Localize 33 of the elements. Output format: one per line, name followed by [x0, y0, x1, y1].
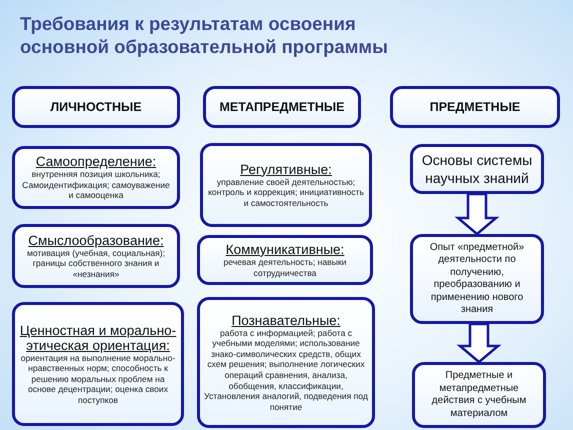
box-heading: Самоопределение:: [36, 154, 156, 170]
box-text: Основы системы научных знаний: [420, 151, 534, 187]
category-box: [390, 86, 560, 128]
content-box: [412, 362, 546, 428]
box-heading: Познавательные:: [232, 312, 340, 328]
content-box: [197, 235, 373, 285]
box-description: работа с информацией; работа с учебными моделями; использование знако-символических средств, общих схем решения; выполнение логических операций сравнения, анализа, обобщения, классификации, Установления аналогий, подведения под понятие: [204, 328, 368, 412]
box-heading: Смыслообразование:: [28, 232, 164, 248]
block-arrow: [456, 322, 502, 364]
content-box: [410, 234, 544, 324]
box-heading: Ценностная и морально-этическая ориентация:: [19, 322, 177, 353]
content-box: [12, 224, 180, 288]
content-box: [200, 143, 372, 227]
box-description: внутренняя позиция школьника; Самоидентификация; самоуважение и самооценка: [21, 169, 171, 201]
slide-title: Требования к результатам освоения основной образовательной программы: [20, 12, 389, 58]
content-box: [12, 302, 184, 426]
category-label: МЕТАПРЕДМЕТНЫЕ: [219, 100, 344, 114]
content-box: [410, 144, 544, 194]
category-box: [12, 86, 180, 128]
box-text: Опыт «предметной» деятельности по получению, преобразованию и применению нового знания: [428, 242, 526, 316]
box-description: речевая деятельность; навыки сотрудничества: [222, 256, 348, 278]
box-heading: Коммуникативные:: [226, 242, 344, 257]
category-label: ЛИЧНОСТНЫЕ: [50, 100, 142, 114]
box-description: ориентация на выполнение морально-нравственных норм; способность к решению моральных проблем на основе децентрации; оценка своих поступков: [20, 352, 176, 406]
box-text: Предметные и метапредметные действия с учебным материалом: [430, 370, 528, 420]
box-description: управление своей деятельностью; контроль и коррекция; инициативность и самостоятельность: [207, 176, 365, 208]
content-box: [197, 297, 375, 428]
category-label: ПРЕДМЕТНЫЕ: [430, 100, 520, 114]
content-box: [12, 146, 180, 209]
box-description: мотивация (учебная, социальная); границы собственного знания и «незнания»: [26, 248, 166, 280]
category-box: [203, 86, 361, 128]
block-arrow: [454, 192, 500, 236]
box-heading: Регулятивные:: [240, 162, 332, 177]
